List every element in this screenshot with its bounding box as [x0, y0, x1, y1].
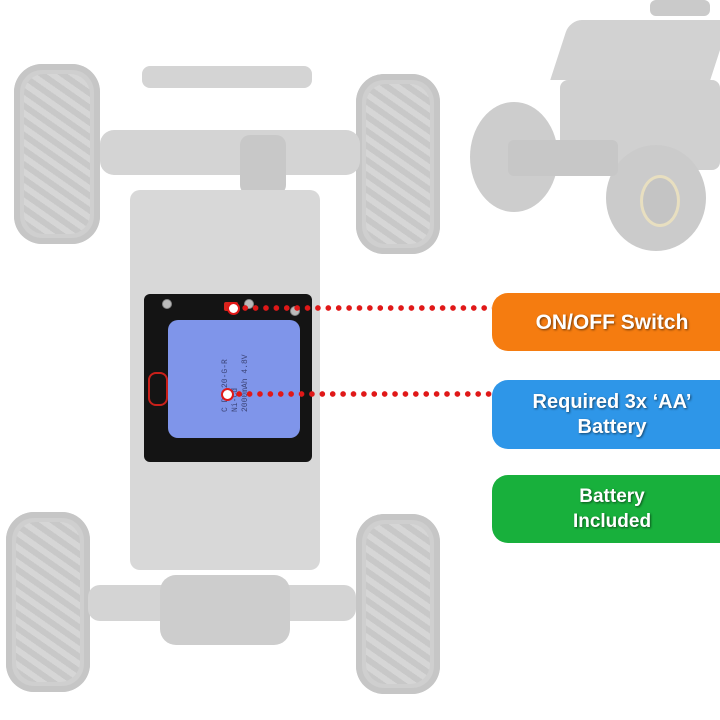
switch-connector-line — [240, 305, 492, 311]
front-right-tire — [356, 74, 440, 254]
rear-left-tire — [6, 512, 90, 692]
switch-marker — [227, 302, 240, 315]
battery-label-line1: C DC-20-G-R — [221, 359, 230, 412]
callout-required-battery: Required 3x ‘AA’ Battery — [492, 380, 720, 449]
callout-required-battery-line1: Required 3x ‘AA’ — [532, 390, 692, 413]
battery-connector-line — [234, 391, 492, 397]
battery-marker — [221, 388, 234, 401]
callout-battery-included-line1: Battery — [579, 486, 645, 507]
callout-on-off-switch: ON/OFF Switch — [492, 293, 720, 351]
battery-label-line2: Ni-Cd 2000mAh 4.8V — [231, 354, 250, 412]
front-bumper — [142, 66, 312, 88]
truck-front-right-wheel — [606, 145, 706, 251]
steering-servo — [240, 135, 286, 195]
callout-required-battery-line2: Battery — [577, 415, 647, 438]
callout-battery-included-line2: Included — [572, 511, 652, 532]
rear-right-tire — [356, 514, 440, 694]
truck-body — [550, 20, 720, 80]
front-axle — [100, 130, 360, 175]
roof-lights — [650, 0, 710, 16]
front-left-tire — [14, 64, 100, 244]
battery-wire — [148, 372, 168, 406]
battery-pack: C DC-20-G-R Ni-Cd 2000mAh 4.8V — [168, 320, 300, 438]
battery-label: C DC-20-G-R Ni-Cd 2000mAh 4.8V — [196, 352, 276, 412]
callout-battery-included: Battery Included — [492, 475, 720, 543]
battery-compartment: C DC-20-G-R Ni-Cd 2000mAh 4.8V — [144, 294, 312, 462]
truck-front-bumper — [508, 140, 618, 176]
callout-on-off-switch-text: ON/OFF Switch — [535, 310, 689, 334]
rear-differential — [160, 575, 290, 645]
